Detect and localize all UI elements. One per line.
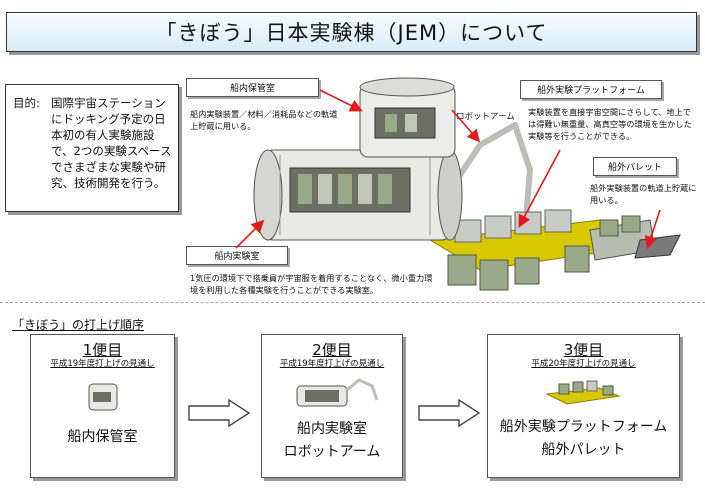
stage-3-module-icon	[544, 380, 621, 405]
section-divider	[0, 302, 705, 303]
callout-exposed-facility-title-text: 船外実験プラットフォーム	[537, 86, 645, 96]
stage-2-box: 2便目 平成19年度打上げの見通し 船内実験室 ロボットアーム	[261, 334, 403, 478]
page-title-text: 「きぼう」日本実験棟（JEM）について	[155, 21, 548, 45]
purpose-label: 目的:	[13, 96, 40, 110]
stage-3-name-2: 船外パレット	[541, 442, 626, 458]
storage-module-drawing	[359, 77, 456, 158]
stage-2-name-2: ロボットアーム	[283, 444, 381, 460]
stage-2-name-1: 船内実験室	[297, 421, 367, 437]
callout-storage-desc: 船内実験装置／材料／消耗品などの軌道上貯蔵に用いる。	[190, 109, 338, 131]
exposed-facility-arrow	[518, 149, 561, 228]
purpose-text: 国際宇宙ステーションにドッキング予定の日本初の有人実験施設で、2つの実験スペース…	[51, 96, 172, 190]
page-title: 「きぼう」日本実験棟（JEM）について	[6, 12, 697, 52]
stage-2-flight: 2便目	[312, 341, 352, 359]
callout-pallet-title-text: 船外パレット	[607, 163, 662, 173]
pallet-drawing	[589, 215, 681, 261]
callout-exposed-facility-title: 船外実験プラットフォーム	[520, 80, 662, 99]
lab-arrow	[235, 219, 265, 249]
callout-storage-title: 船内保管室	[186, 78, 319, 97]
stage-1-flight: 1便目	[82, 341, 123, 359]
callout-lab-desc: 1気圧の環境下で搭乗員が宇宙服を着用することなく、微小重力環境を利用した各種実験…	[190, 273, 433, 295]
storage-arrow	[319, 89, 363, 112]
stage-1-box: 1便目 平成19年度打上げの見通し 船内保管室	[30, 334, 175, 478]
stage-2-module-icon	[296, 378, 379, 407]
callout-storage-title-text: 船内保管室	[229, 84, 275, 94]
stage-1-schedule: 平成19年度打上げの見通し	[50, 359, 155, 369]
stage-3-box: 3便目 平成20年度打上げの見通し 船外実験プラットフォーム 船外パレット	[487, 334, 680, 478]
stage-3-flight: 3便目	[563, 341, 604, 359]
jem-illustration	[253, 77, 681, 291]
callout-pallet-title: 船外パレット	[593, 157, 677, 176]
stage-2-schedule: 平成19年度打上げの見通し	[279, 359, 385, 369]
robot-arm-arrow	[451, 109, 481, 143]
callout-exposed-facility-desc: 実験装置を直接宇宙空間にさらして、地上では得難い無重量、高真空等の環境を生かした…	[528, 107, 692, 141]
stage-3-name-1: 船外実験プラットフォーム	[499, 419, 668, 435]
callout-pallet-desc: 船外実験装置の軌道上貯蔵に用いる。	[590, 183, 697, 205]
pallet-arrow	[644, 209, 661, 250]
callout-robot-arm-label: ロボットアーム	[456, 112, 515, 122]
callout-lab-title-text: 船内実験室	[214, 252, 260, 262]
lab-module-drawing	[253, 149, 463, 241]
sequence-title: 「きぼう」の打上げ順序	[12, 318, 145, 332]
stage-3-schedule: 平成20年度打上げの見通し	[531, 359, 636, 369]
stage-1-module-icon	[88, 383, 117, 411]
right-arrow-icon	[418, 398, 481, 428]
right-arrow-icon	[188, 398, 251, 428]
stage-1-name-1: 船内保管室	[67, 429, 138, 445]
purpose-box: 目的: 国際宇宙ステーションにドッキング予定の日本初の有人実験施設で、2つの実験…	[5, 84, 179, 212]
pointer-arrows	[235, 89, 661, 250]
